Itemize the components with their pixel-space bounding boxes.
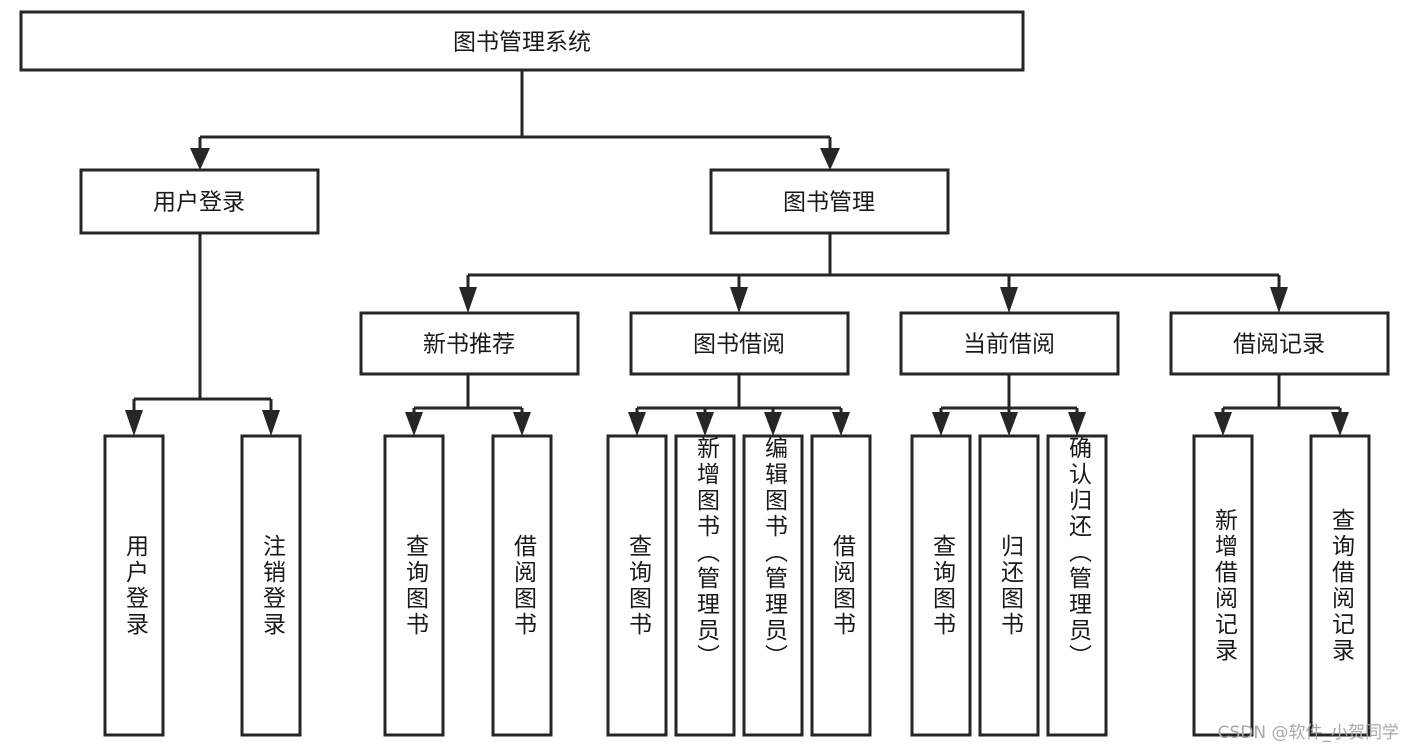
arrow-bookmanage-to-currentborrow [1000,287,1018,313]
node-current-borrow-label: 当前借阅 [963,332,1055,358]
node-new-book-rec-label: 新书推荐 [423,332,515,358]
node-leaf-add-record[interactable] [1192,434,1254,737]
node-user-login[interactable] [79,168,320,235]
arrow-userlogin-leaf-1 [125,410,143,436]
node-leaf-query-book-3[interactable] [910,434,972,737]
node-borrow-record[interactable] [1169,311,1390,376]
node-leaf-add-book[interactable] [674,434,736,737]
node-leaf-return-book[interactable] [978,434,1040,737]
arrow-borrowrecord-leaf-2 [1331,412,1349,436]
node-leaf-edit-book[interactable] [742,434,804,737]
arrow-currentborrow-leaf-3 [1068,412,1086,436]
node-book-borrow-label: 图书借阅 [693,332,785,358]
arrow-bookborrow-leaf-4 [832,412,850,436]
arrow-userlogin-leaf-2 [262,410,280,436]
node-leaf-query-book-1[interactable] [383,434,445,737]
node-leaf-confirm-return[interactable] [1046,434,1108,737]
node-new-book-rec[interactable] [359,311,580,376]
arrow-root-to-book-manage [820,148,840,170]
arrow-bookmanage-to-borrowrecord [1270,287,1288,313]
arrow-bookmanage-to-bookborrow [730,287,748,313]
arrow-newbook-leaf-1 [405,412,423,436]
arrow-root-to-user-login [190,148,210,170]
watermark-label: CSDN @软件_小贺同学 [1217,723,1399,743]
node-leaf-borrow-book-2[interactable] [810,434,872,737]
node-root-label: 图书管理系统 [453,30,591,56]
arrow-currentborrow-leaf-2 [1000,412,1018,436]
node-book-borrow[interactable] [629,311,850,376]
arrow-bookborrow-leaf-2 [696,412,714,436]
node-leaf-query-book-2[interactable] [606,434,668,737]
node-leaf-logout[interactable] [240,434,302,737]
node-leaf-borrow-book-1[interactable] [491,434,553,737]
arrow-bookborrow-leaf-3 [764,412,782,436]
arrow-bookborrow-leaf-1 [628,412,646,436]
arrow-bookmanage-to-newbook [459,287,477,313]
arrow-borrowrecord-leaf-1 [1214,412,1232,436]
node-user-login-label: 用户登录 [153,190,245,216]
node-borrow-record-label: 借阅记录 [1233,332,1325,358]
node-layer: 图书管理系统 用户登录 图书管理 新书推荐 图书借阅 当前借阅 借阅记录 [19,10,1390,737]
node-book-manage-label: 图书管理 [783,190,875,216]
arrow-currentborrow-leaf-1 [932,412,950,436]
node-leaf-query-record[interactable] [1309,434,1371,737]
connector-layer [125,70,1349,436]
node-book-manage[interactable] [709,168,950,235]
arrow-newbook-leaf-2 [513,412,531,436]
node-root[interactable] [19,10,1025,72]
node-current-borrow[interactable] [899,311,1120,376]
node-leaf-user-login[interactable] [103,434,165,737]
